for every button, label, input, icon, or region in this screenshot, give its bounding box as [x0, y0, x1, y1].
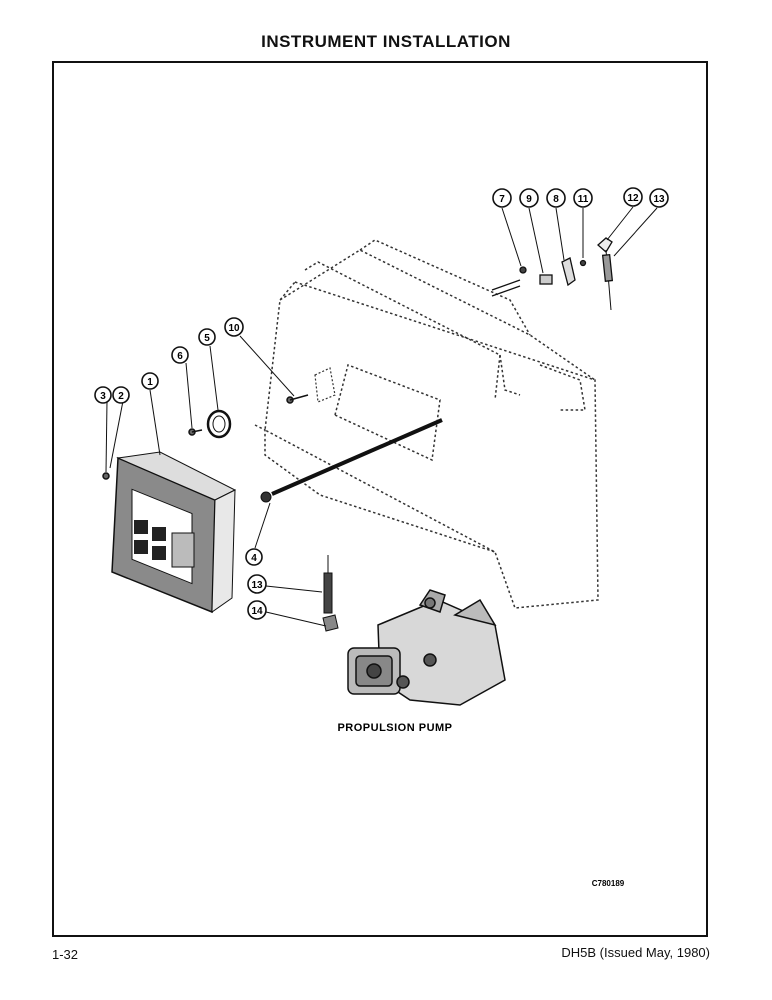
svg-text:13: 13: [653, 194, 665, 205]
leader-lines: [105, 206, 658, 627]
svg-text:10: 10: [228, 323, 240, 334]
svg-text:12: 12: [627, 193, 639, 204]
propulsion-pump-caption: PROPULSION PUMP: [337, 722, 452, 734]
svg-text:14: 14: [251, 606, 263, 617]
svg-text:11: 11: [578, 194, 589, 205]
callout-8: 8: [546, 188, 566, 208]
callout-2: 2: [112, 386, 130, 404]
svg-text:3: 3: [100, 391, 106, 402]
callout-13-bottom: 13: [247, 574, 267, 594]
mount-bracket: [314, 367, 336, 403]
callout-4: 4: [245, 548, 263, 566]
top-right-assembly: [491, 237, 614, 311]
illustration-frame: [52, 61, 708, 937]
callout-13-top: 13: [649, 188, 669, 208]
callout-6: 6: [171, 346, 189, 364]
machine-housing: [254, 239, 599, 609]
svg-text:6: 6: [177, 351, 183, 362]
callout-7: 7: [492, 188, 512, 208]
drawing-code: C780189: [592, 879, 625, 888]
callout-14: 14: [247, 600, 267, 620]
callout-1: 1: [141, 372, 159, 390]
svg-text:7: 7: [499, 194, 505, 205]
svg-text:1: 1: [147, 377, 153, 388]
svg-text:8: 8: [553, 194, 559, 205]
page-title: INSTRUMENT INSTALLATION: [261, 32, 511, 51]
instrument-panel: [111, 451, 237, 614]
callout-11: 11: [573, 188, 593, 208]
svg-text:2: 2: [118, 391, 124, 402]
svg-text:9: 9: [526, 194, 532, 205]
callout-9: 9: [519, 188, 539, 208]
pump-sender: [322, 555, 339, 632]
propulsion-pump: [347, 589, 506, 706]
document-reference: DH5B (Issued May, 1980): [561, 945, 710, 960]
callout-3: 3: [94, 386, 112, 404]
svg-text:4: 4: [251, 553, 257, 564]
gasket-ring: [206, 409, 232, 439]
callout-5: 5: [198, 328, 216, 346]
svg-text:5: 5: [204, 333, 210, 344]
tach-cable: [260, 418, 443, 503]
callout-12: 12: [623, 187, 643, 207]
fasteners: [102, 394, 309, 480]
page-number: 1-32: [52, 947, 79, 962]
svg-text:13: 13: [251, 580, 263, 591]
callout-10: 10: [224, 317, 244, 337]
